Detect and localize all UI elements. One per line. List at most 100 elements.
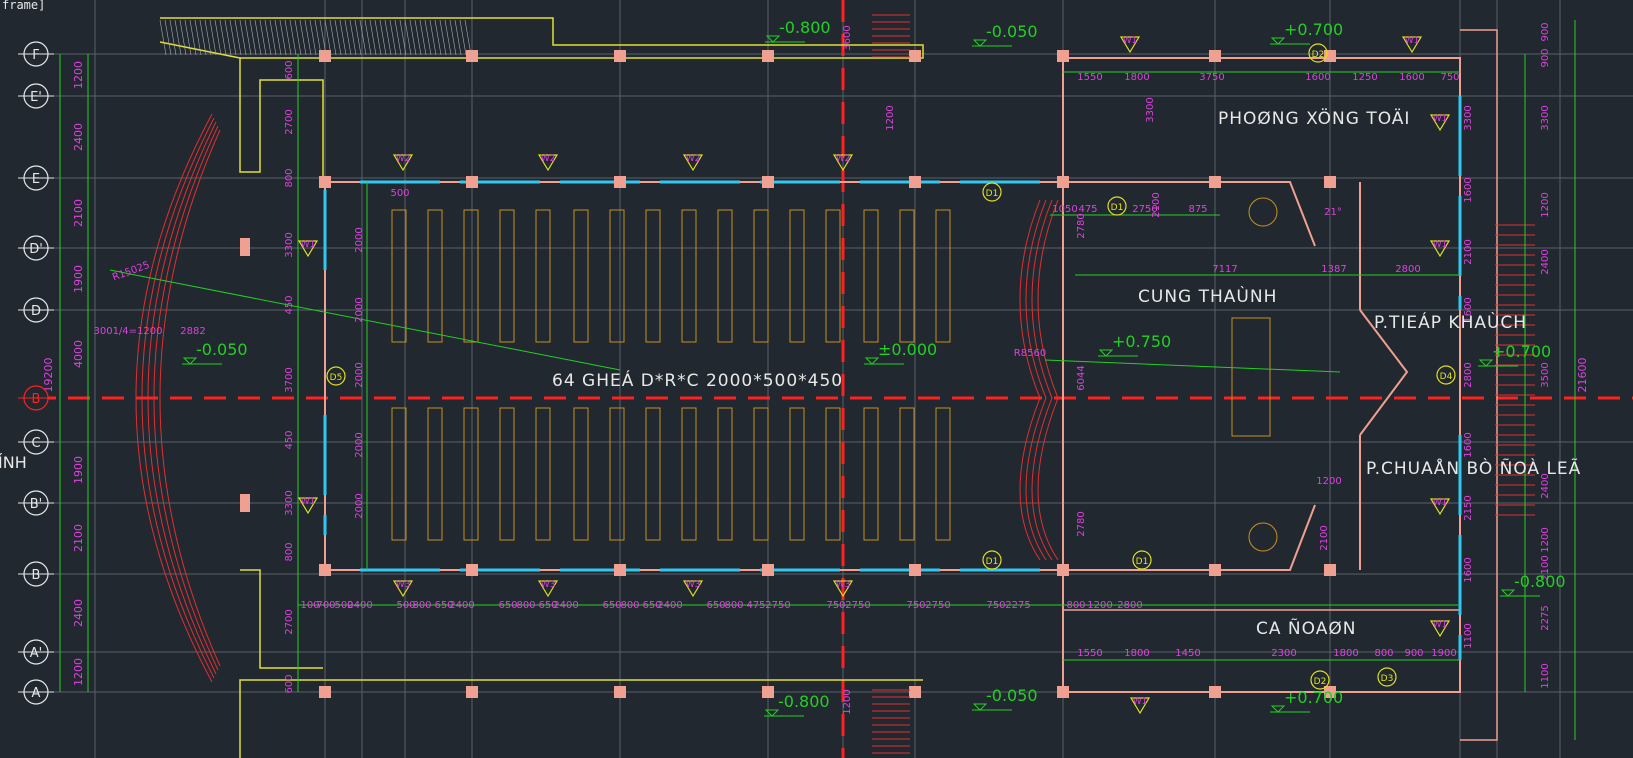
dimension-text: 800: [1374, 648, 1393, 659]
column: [319, 564, 331, 576]
font-basin: [1248, 197, 1278, 227]
front-stair-arc: [159, 129, 221, 667]
dimension-text: 1600: [1305, 72, 1330, 83]
dimension-text: 1600: [1463, 177, 1474, 202]
front-stair-arc: [153, 125, 219, 671]
window-tag: [1429, 240, 1451, 258]
hatch-line: [374, 19, 382, 56]
window-tag: [682, 580, 704, 598]
radius-line: [1044, 359, 1341, 373]
dimension-text: 875: [1188, 204, 1207, 215]
hatch-line: [324, 19, 332, 56]
dimension-text: 650: [498, 600, 517, 611]
column: [909, 686, 921, 698]
hatch-line: [249, 19, 257, 56]
hatch-line: [349, 19, 357, 56]
dimension-text: 2300: [1271, 648, 1296, 659]
level-triangle: [1270, 705, 1286, 713]
column: [1057, 176, 1069, 188]
hatch-line: [199, 19, 207, 56]
hatch-line: [329, 19, 337, 56]
column: [614, 50, 626, 62]
dimension-text: 7117: [1212, 264, 1237, 275]
door-tag: [982, 550, 1002, 570]
level-triangle: [1270, 37, 1286, 45]
dimension-text: 500: [396, 600, 415, 611]
window-tag: [1119, 36, 1141, 54]
door-tag: [1436, 365, 1456, 385]
viewport-label[interactable]: frame]: [0, 0, 48, 12]
column: [1324, 686, 1336, 698]
pew-lower: [427, 407, 443, 541]
window-tag: [392, 580, 414, 598]
dimension-text: 600: [284, 674, 295, 693]
window-tag-label: W1: [1123, 36, 1138, 46]
window-tag: [537, 154, 559, 172]
dimension-text: 2400: [347, 600, 372, 611]
door-tag: [1308, 43, 1328, 63]
hatch-line: [364, 19, 372, 56]
hatch-line: [394, 19, 402, 56]
hatch-line: [219, 19, 227, 56]
room-label-reception: P.TIEÁP KHAÙCH: [1374, 311, 1527, 333]
hatch-line: [299, 19, 307, 56]
pew-upper: [789, 209, 805, 343]
pew-upper: [499, 209, 515, 343]
dimension-text: 2700: [284, 609, 295, 634]
dimension-text: 1100: [1463, 623, 1474, 648]
dimension-text: 1387: [1321, 264, 1346, 275]
level-text: ±0.000: [878, 340, 937, 359]
pew-upper: [427, 209, 443, 343]
column: [466, 564, 478, 576]
dimension-text: 1200: [1087, 600, 1112, 611]
window-tag-label: W1: [301, 497, 316, 507]
window-tag-label: W2: [541, 154, 556, 164]
hatch-line: [424, 19, 432, 56]
window-tag-label: W3: [541, 580, 556, 590]
pew-upper: [609, 209, 625, 343]
dimension-text: 2400: [1540, 473, 1551, 498]
dimension-text: 1600: [1463, 297, 1474, 322]
level-text: -0.800: [778, 692, 830, 711]
dimension-text: 2800: [1395, 264, 1420, 275]
room-label-preparation: P.CHUAÅN BÒ ÑOÀ LEÃ: [1366, 457, 1581, 479]
hatch-line: [274, 19, 282, 56]
level-triangle: [864, 357, 880, 365]
dimension-text: 1200: [1540, 527, 1551, 552]
level-triangle: [1098, 349, 1114, 357]
dimension-text: 3300: [1540, 105, 1551, 130]
level-markers: -0.800-0.050+0.700-0.050±0.000+0.750+0.7…: [182, 18, 1566, 717]
hatch-line: [259, 19, 267, 56]
dimension-text: 2750: [845, 600, 870, 611]
column: [1324, 564, 1336, 576]
hatch-line: [399, 19, 407, 56]
hatch-line: [354, 19, 362, 56]
door-tag: [1107, 196, 1127, 216]
room-label-choir: CA ÑOAØN: [1256, 617, 1356, 639]
nave-outline-bottom-left: [240, 569, 323, 669]
pew-lower: [899, 407, 915, 541]
door-tag-label: D3: [1381, 674, 1394, 684]
hatch-line: [189, 19, 197, 56]
level-text: +0.700: [1284, 20, 1343, 39]
window-tag-label: W1: [1433, 498, 1448, 508]
dimension-text: 600: [284, 60, 295, 79]
dimension-text: 2400: [657, 600, 682, 611]
pew-upper: [899, 209, 915, 343]
pew-upper: [535, 209, 551, 343]
dimension-text: 450: [284, 430, 295, 449]
dimension-text: 1900: [72, 456, 85, 484]
hatch-line: [284, 19, 292, 56]
dimension-text: 750: [986, 600, 1005, 611]
hatch-line: [309, 19, 317, 56]
dimension-text: 2000: [354, 297, 365, 322]
pew-lower: [463, 407, 479, 541]
dimension-text: 1600: [1463, 432, 1474, 457]
dimension-text: 2100: [1151, 192, 1162, 217]
dimension-text: 100: [300, 600, 319, 611]
sanctuary-step-arc: [1019, 199, 1041, 561]
sanctuary-step-arc: [1037, 199, 1059, 561]
column: [1209, 50, 1221, 62]
dimension-text: 3300: [1145, 97, 1156, 122]
